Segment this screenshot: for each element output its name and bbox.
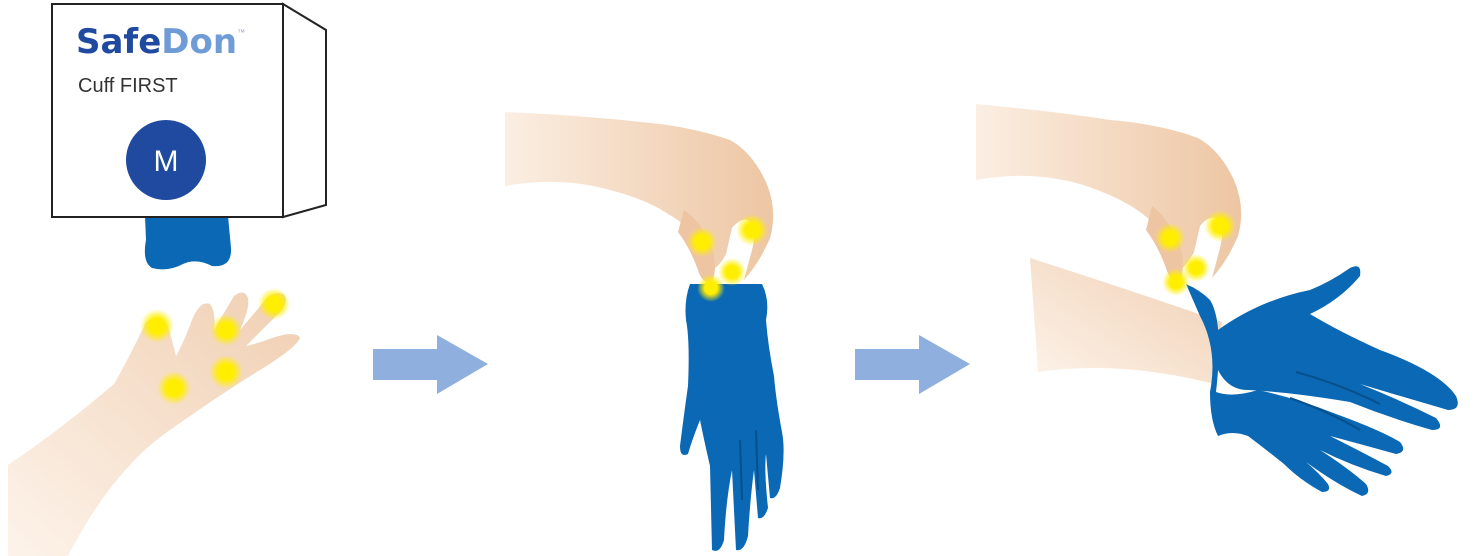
step-arrow-2 <box>855 335 970 394</box>
step-2-pinch-cuff <box>505 112 784 551</box>
step-1-take-glove: SafeDon™ Cuff FIRST M <box>8 4 326 556</box>
size-label: M <box>154 145 179 178</box>
touch-point <box>258 288 290 320</box>
hanging-glove <box>680 284 784 551</box>
step-3-pull-glove-on <box>976 104 1458 496</box>
touch-point <box>209 355 243 389</box>
brand-logo: SafeDon™ <box>76 22 245 62</box>
touch-point <box>736 214 768 246</box>
touch-point <box>157 371 191 405</box>
touch-point <box>1155 223 1185 253</box>
pinching-hand <box>505 112 773 280</box>
step-arrow-1 <box>373 335 488 394</box>
glove-cuff-out-of-box <box>145 216 231 269</box>
box-side <box>283 4 326 217</box>
touch-point <box>140 309 174 343</box>
touch-point <box>697 274 725 302</box>
touch-point <box>210 314 242 346</box>
touch-point <box>1162 268 1190 296</box>
touch-point <box>687 227 717 257</box>
pinching-hand <box>976 104 1241 278</box>
product-subtitle: Cuff FIRST <box>78 75 178 97</box>
glove-box: SafeDon™ Cuff FIRST M <box>52 4 326 217</box>
touch-point <box>1204 210 1236 242</box>
